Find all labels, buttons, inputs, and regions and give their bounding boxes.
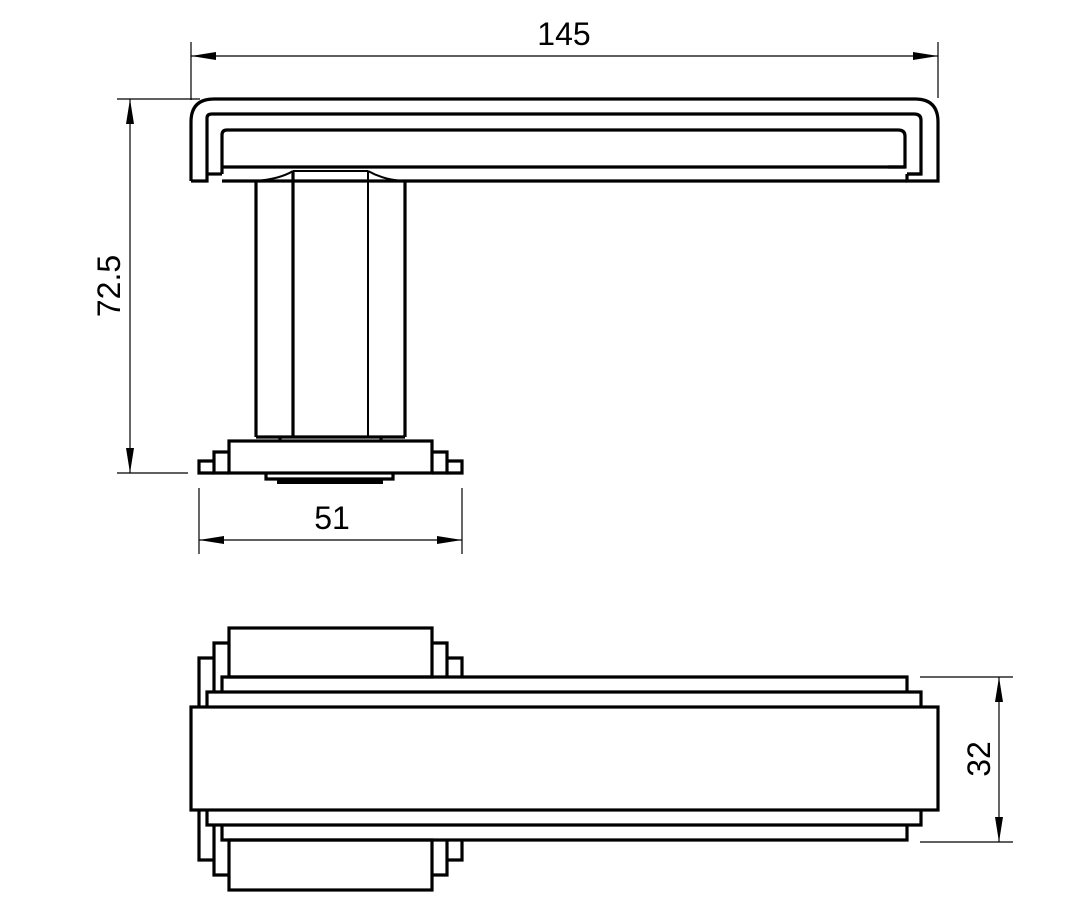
dimension-label-51: 51 (314, 500, 350, 536)
rose-step-left (212, 450, 229, 475)
rose-top-step-right (432, 641, 449, 677)
lever-top-step-1 (220, 675, 909, 692)
rose-step-right (432, 450, 449, 475)
rose-main (227, 439, 434, 475)
rose-top-block (227, 626, 434, 679)
lever-bottom-step-1 (220, 825, 909, 842)
rose-top-flange-right (447, 656, 464, 677)
dimension-label-145: 145 (537, 16, 590, 52)
side-view (189, 97, 940, 484)
rose-bottom-step-left (212, 825, 229, 877)
rose-top-flange-left (197, 656, 214, 707)
lever-outer-profile (189, 97, 940, 183)
arrow-right-icon (913, 52, 938, 60)
arrow-right-icon (437, 536, 462, 544)
dimension-rose-width: 51 (198, 488, 463, 554)
lever-inner-profile (220, 128, 907, 174)
arrow-down-icon (126, 448, 134, 473)
dimension-label-32: 32 (961, 741, 997, 777)
rose-bottom-flange-right (447, 840, 464, 862)
rose-flange-right (447, 459, 464, 475)
rose-underside (264, 473, 395, 481)
dimension-overall-height: 72.5 (91, 98, 200, 474)
lever-main-body (189, 705, 940, 812)
arrow-up-icon (126, 99, 134, 124)
lever-top-step-2 (205, 690, 923, 707)
rose-bottom-flange-left (197, 810, 214, 862)
rose-flange-left (197, 459, 214, 475)
rose-top-step-left (212, 641, 229, 692)
rose-bottom-block (227, 838, 434, 892)
lever-mid-profile (205, 112, 923, 176)
stem-left-curve (255, 170, 294, 182)
dimension-label-72-5: 72.5 (91, 255, 127, 317)
arrow-up-icon (995, 677, 1003, 702)
dimension-overall-length: 145 (190, 16, 939, 100)
lever-bottom-step-2 (205, 810, 923, 827)
lever-outer-bottom-left (191, 174, 209, 183)
dimension-lever-width: 32 (920, 676, 1013, 843)
arrow-left-icon (191, 52, 216, 60)
stem-right-curve (367, 170, 405, 182)
rose-bottom-step-right (432, 840, 449, 877)
arrow-down-icon (995, 817, 1003, 842)
top-view (189, 626, 940, 892)
arrow-left-icon (199, 536, 224, 544)
